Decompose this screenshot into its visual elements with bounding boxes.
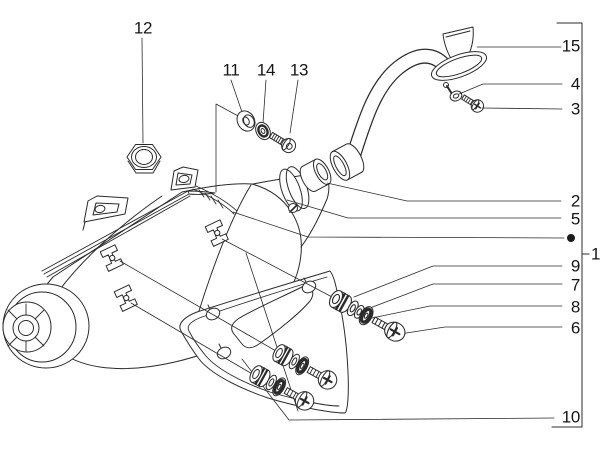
- shield-screw: [371, 316, 406, 342]
- mount-washer: [236, 110, 256, 132]
- flange-washer: [449, 90, 463, 102]
- clamp-ring: [279, 166, 310, 213]
- callout-5: 5: [570, 209, 580, 229]
- callout-12: 12: [133, 18, 153, 38]
- leader-7: [361, 283, 563, 312]
- leader-3: [481, 107, 563, 110]
- leader-5: [286, 199, 562, 219]
- fastener-set-3: [249, 365, 315, 411]
- rubber-grommet: [358, 306, 374, 326]
- end-cap-spokes: [7, 303, 45, 352]
- leader-assembly: [232, 211, 565, 239]
- flange-bolt: [461, 94, 485, 113]
- assembly-bullet: [567, 234, 575, 242]
- hanger-bracket-front: [170, 166, 199, 191]
- shield-clip-3: [204, 219, 229, 247]
- callout-6: 6: [570, 318, 580, 338]
- leader-9: [353, 265, 563, 298]
- coupling-sleeve: [299, 158, 332, 192]
- shield-screw: [306, 366, 338, 390]
- leader-12: [141, 37, 144, 144]
- rubber-grommet: [295, 356, 310, 376]
- callout-11: 11: [222, 60, 240, 80]
- leader-6: [399, 326, 563, 335]
- leader-13: [289, 79, 299, 134]
- leader-11: [230, 79, 244, 116]
- callout-14: 14: [256, 60, 276, 80]
- callout-1: 1: [591, 244, 600, 264]
- leader-4: [458, 83, 563, 95]
- assembly-axis-1: [221, 238, 335, 299]
- shield-clip-1: [99, 244, 124, 272]
- rubber-grommet: [272, 377, 287, 397]
- hanger-bracket-rear: [82, 195, 129, 231]
- pipe-end-sleeve: [329, 143, 365, 181]
- tail-pipe: [12, 314, 40, 342]
- shield-screw: [283, 387, 315, 411]
- leader-8: [371, 305, 563, 319]
- exhaust-downpipe: [346, 48, 453, 162]
- mounting-strap: [41, 185, 238, 278]
- assembly-axis-2: [119, 260, 277, 352]
- callout-8: 8: [570, 297, 580, 317]
- callout-10: 10: [561, 407, 581, 427]
- manifold-flange: [430, 26, 488, 81]
- mount-screw: [268, 131, 297, 154]
- callout-bracket: [551, 22, 583, 428]
- callout-7: 7: [570, 275, 580, 295]
- spring-washer: [255, 121, 271, 141]
- leader-mount-axis: [215, 103, 241, 193]
- callout-15: 15: [561, 36, 581, 56]
- shield-clip-2: [113, 284, 138, 312]
- leader-2: [326, 182, 562, 202]
- callout-2: 2: [570, 191, 580, 211]
- callout-3: 3: [570, 99, 580, 119]
- fastener-set-1: [328, 290, 406, 342]
- spacer-bushing: [249, 365, 271, 388]
- heat-shield-plate: [179, 270, 349, 414]
- shield-slot: [231, 284, 314, 349]
- screw-axis-line: [245, 252, 299, 412]
- shield-hole-top: [301, 277, 317, 294]
- spacer-bushing: [272, 344, 294, 367]
- callout-13: 13: [289, 60, 309, 80]
- leader-14: [262, 79, 267, 124]
- hex-nut: [126, 144, 162, 174]
- flange-stud: [443, 82, 453, 95]
- end-cap: [2, 283, 90, 369]
- fastener-set-2: [272, 344, 338, 390]
- assembly-axis-3: [130, 302, 255, 376]
- callout-4: 4: [570, 74, 580, 94]
- callout-9: 9: [570, 256, 580, 276]
